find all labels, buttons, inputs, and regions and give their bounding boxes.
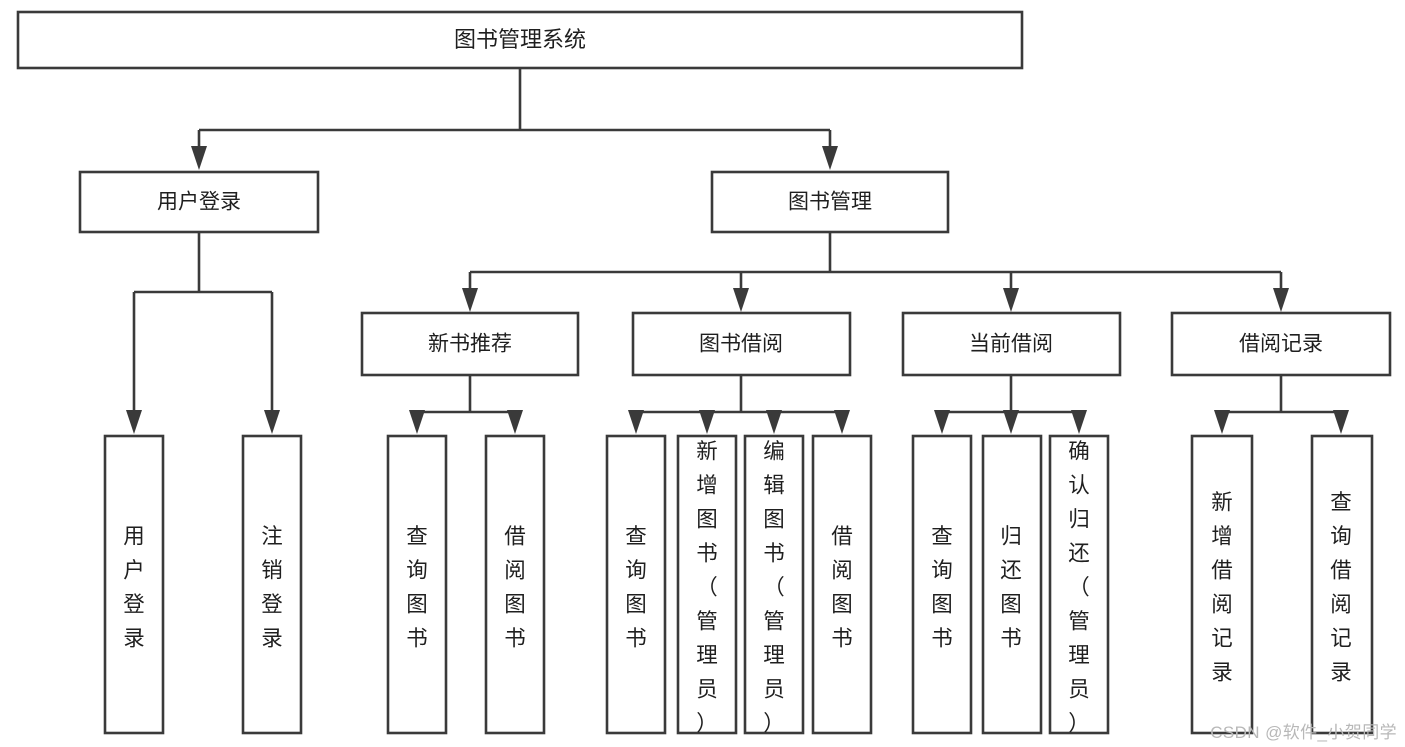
leaf-node-return-book[interactable]: [981, 434, 1043, 735]
leaf-label-return-book: 归还图书: [1000, 525, 1022, 651]
leaf-node-borrow-book-1[interactable]: [484, 434, 546, 735]
connector-group-userlogin-to-leaves: [126, 232, 280, 434]
arrowhead-book-borrow: [733, 288, 749, 312]
connector-group-newbook-to-leaves: [409, 375, 523, 434]
arrowhead-book-manage: [822, 146, 838, 170]
leaf-node-borrow-book-2-box[interactable]: [811, 434, 873, 735]
leaf-node-add-book[interactable]: [676, 434, 738, 735]
node-book-manage[interactable]: 图书管理: [710, 170, 950, 234]
node-borrow-record-label: 借阅记录: [1239, 333, 1323, 356]
node-root-system-box[interactable]: [16, 10, 1024, 70]
node-root-system[interactable]: 图书管理系统: [16, 10, 1024, 70]
node-user-login-box[interactable]: [78, 170, 320, 234]
arrowhead-new-book: [462, 288, 478, 312]
leaf-node-query-book-3[interactable]: [911, 434, 973, 735]
leaf-node-query-book-3-box[interactable]: [911, 434, 973, 735]
leaf-label-add-record: 新增借阅记录: [1211, 491, 1233, 685]
node-new-book-recommend-label: 新书推荐: [428, 333, 512, 356]
arrowhead-borrow-record: [1273, 288, 1289, 312]
leaf-node-borrow-book-1-box[interactable]: [484, 434, 546, 735]
leaf-label-add-book: 新增图书（管理员）: [696, 440, 718, 736]
connector-group-borrowrecord-to-leaves: [1214, 375, 1349, 434]
node-current-borrow-box[interactable]: [901, 311, 1122, 377]
leaf-node-logout[interactable]: [241, 434, 303, 735]
leaf-node-edit-book[interactable]: [743, 434, 805, 735]
leaf-node-add-book-box[interactable]: [676, 434, 738, 735]
arrowhead-user-login: [191, 146, 207, 170]
arrowhead-leaf-add-book: [699, 410, 715, 434]
arrowhead-current-borrow: [1003, 288, 1019, 312]
arrowhead-leaf-query-book-3: [934, 410, 950, 434]
leaf-label-query-book-1: 查询图书: [406, 525, 428, 651]
leaf-label-edit-book: 编辑图书（管理员）: [763, 440, 785, 736]
leaf-node-query-book-2[interactable]: [605, 434, 667, 735]
arrowhead-leaf-user-login: [126, 410, 142, 434]
connector-group-root-to-level1: [191, 68, 838, 170]
leaf-label-user-login: 用户登录: [123, 525, 145, 651]
connector-group-currentborrow-to-leaves: [934, 375, 1087, 434]
leaf-node-logout-box[interactable]: [241, 434, 303, 735]
leaf-node-edit-book-box[interactable]: [743, 434, 805, 735]
leaf-node-add-record-box[interactable]: [1190, 434, 1254, 735]
leaf-label-borrow-book-1: 借阅图书: [504, 525, 526, 651]
node-root-system-label: 图书管理系统: [454, 27, 586, 52]
leaf-node-query-book-2-box[interactable]: [605, 434, 667, 735]
node-current-borrow-label: 当前借阅: [969, 333, 1053, 356]
connector-group-bookmanage-to-level2: [462, 232, 1289, 312]
arrowhead-leaf-return-book: [1003, 410, 1019, 434]
arrowhead-leaf-confirm-return: [1071, 410, 1087, 434]
leaf-node-query-record[interactable]: [1310, 434, 1374, 735]
node-current-borrow[interactable]: 当前借阅: [901, 311, 1122, 377]
leaf-label-layer: 用户登录 注销登录 查询图书 借阅图书 查询图书 新增图书（管理员） 编辑图书（…: [123, 440, 1352, 736]
node-book-borrow-box[interactable]: [631, 311, 852, 377]
arrowhead-leaf-query-book-2: [628, 410, 644, 434]
leaf-label-query-book-2: 查询图书: [625, 525, 647, 651]
node-user-login-label: 用户登录: [157, 191, 241, 214]
leaf-node-add-record[interactable]: [1190, 434, 1254, 735]
leaf-label-logout: 注销登录: [261, 525, 283, 651]
leaf-node-confirm-return-box[interactable]: [1048, 434, 1110, 735]
leaf-node-user-login[interactable]: [103, 434, 165, 735]
leaf-node-borrow-book-2[interactable]: [811, 434, 873, 735]
leaf-label-query-book-3: 查询图书: [931, 525, 953, 651]
node-user-login[interactable]: 用户登录: [78, 170, 320, 234]
leaf-node-return-book-box[interactable]: [981, 434, 1043, 735]
arrowhead-leaf-borrow-book-2: [834, 410, 850, 434]
node-book-manage-label: 图书管理: [788, 191, 872, 214]
arrowhead-leaf-add-record: [1214, 410, 1230, 434]
leaf-label-query-record: 查询借阅记录: [1330, 491, 1352, 685]
leaf-node-query-book-1-box[interactable]: [386, 434, 448, 735]
arrowhead-leaf-edit-book: [766, 410, 782, 434]
arrowhead-leaf-logout: [264, 410, 280, 434]
node-new-book-recommend[interactable]: 新书推荐: [360, 311, 580, 377]
node-book-borrow-label: 图书借阅: [699, 333, 783, 356]
leaf-node-query-record-box[interactable]: [1310, 434, 1374, 735]
connector-group-bookborrow-to-leaves: [628, 375, 850, 434]
arrowhead-leaf-query-record: [1333, 410, 1349, 434]
leaf-node-confirm-return[interactable]: [1048, 434, 1110, 735]
leaf-node-query-book-1[interactable]: [386, 434, 448, 735]
leaf-node-user-login-box[interactable]: [103, 434, 165, 735]
leaf-label-borrow-book-2: 借阅图书: [831, 525, 853, 651]
arrowhead-leaf-query-book-1: [409, 410, 425, 434]
node-borrow-record-box[interactable]: [1170, 311, 1392, 377]
node-borrow-record[interactable]: 借阅记录: [1170, 311, 1392, 377]
node-new-book-recommend-box[interactable]: [360, 311, 580, 377]
node-book-manage-box[interactable]: [710, 170, 950, 234]
leaf-label-confirm-return: 确认归还（管理员）: [1068, 440, 1090, 736]
node-book-borrow[interactable]: 图书借阅: [631, 311, 852, 377]
arrowhead-leaf-borrow-book-1: [507, 410, 523, 434]
